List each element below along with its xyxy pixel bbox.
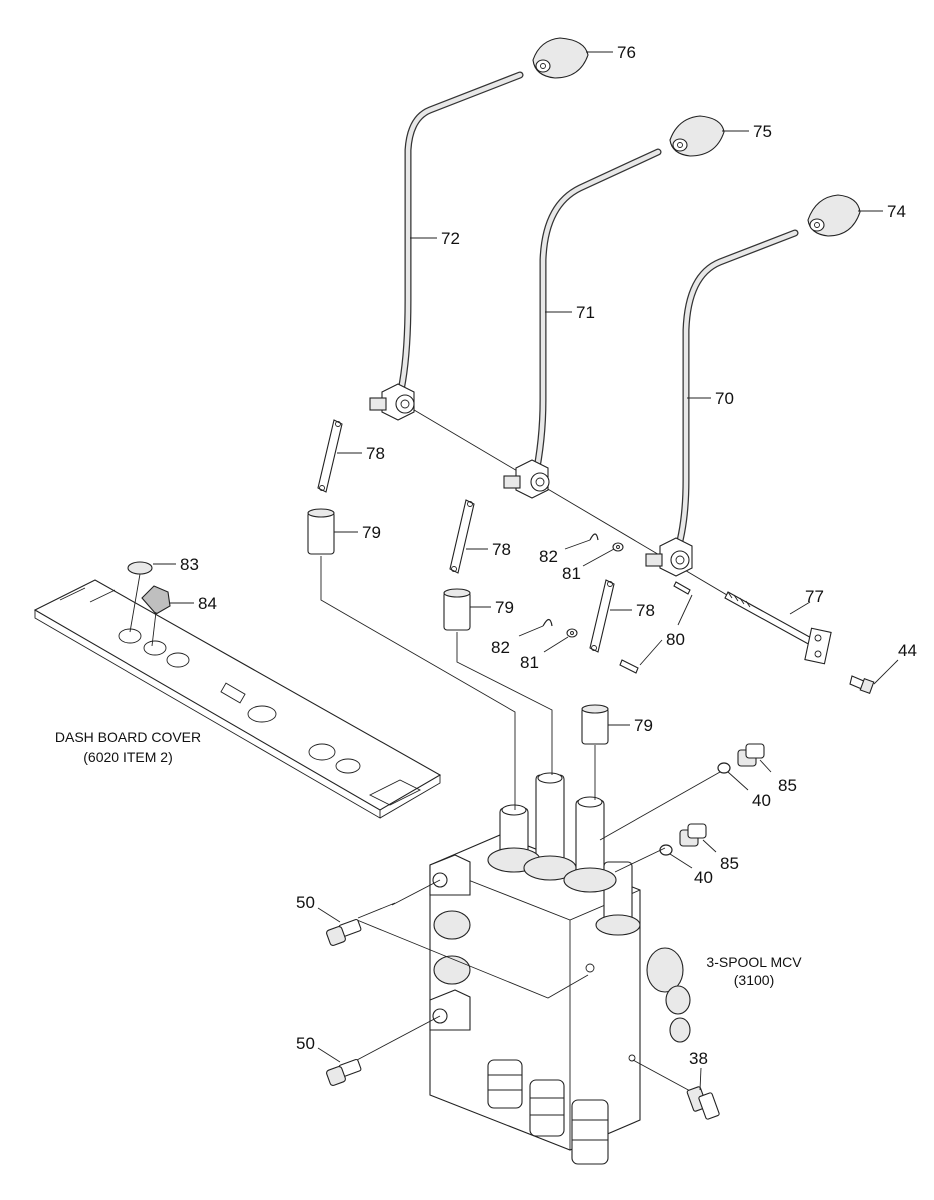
label-78-b: 78 [492, 540, 511, 559]
label-79-c: 79 [634, 716, 653, 735]
sleeve-79-a [307, 508, 335, 555]
shaft-77 [403, 403, 832, 665]
bolt-50-lower [326, 1058, 362, 1086]
pin-80-upper [673, 581, 691, 595]
fitting-38 [686, 1086, 720, 1120]
label-70: 70 [715, 389, 734, 408]
label-83: 83 [180, 555, 199, 574]
label-74: 74 [887, 202, 906, 221]
mcv-ref: (3100) [734, 972, 774, 988]
bolt-44 [849, 675, 875, 695]
lever-71 [531, 148, 662, 482]
knob-74 [807, 194, 861, 237]
plug-85-b [679, 823, 707, 847]
clip-82-a [589, 533, 599, 541]
o-ring-40-b [659, 844, 673, 856]
washer-81-b [566, 628, 578, 638]
label-72: 72 [441, 229, 460, 248]
clip-82-b [542, 618, 553, 627]
mcv-valve [429, 772, 691, 1165]
mcv-title: 3-SPOOL MCV [706, 954, 802, 970]
label-77: 77 [805, 587, 824, 606]
label-84: 84 [198, 594, 217, 613]
label-50-a: 50 [296, 893, 315, 912]
label-40-a: 40 [752, 791, 771, 810]
pivot-71 [503, 459, 550, 499]
label-82-b: 82 [491, 638, 510, 657]
plug-85-a [737, 743, 765, 767]
lever-70 [672, 229, 799, 559]
label-44: 44 [898, 641, 917, 660]
link-78-a [317, 419, 343, 493]
washer-81-a [612, 542, 624, 552]
label-80: 80 [666, 630, 685, 649]
leader-lines [320, 556, 721, 1093]
label-79-a: 79 [362, 523, 381, 542]
bolt-50-upper [326, 902, 396, 946]
grommet-83 [127, 561, 153, 633]
pivot-72 [369, 383, 415, 421]
o-ring-40-a [717, 762, 731, 774]
label-79-b: 79 [495, 598, 514, 617]
pivot-70 [645, 537, 693, 577]
label-85-b: 85 [720, 854, 739, 873]
callout-leaders [153, 51, 899, 1091]
label-38: 38 [689, 1049, 708, 1068]
knob-76 [532, 37, 589, 79]
dash-board-cover-ref: (6020 ITEM 2) [83, 749, 172, 765]
link-78-b [449, 499, 475, 574]
label-50-b: 50 [296, 1034, 315, 1053]
label-78-c: 78 [636, 601, 655, 620]
knob-75 [669, 115, 725, 157]
pin-80-lower [619, 659, 639, 674]
lever-72 [396, 71, 524, 399]
label-82-a: 82 [539, 547, 558, 566]
label-81-a: 81 [562, 564, 581, 583]
sleeve-79-c [581, 704, 609, 745]
label-40-b: 40 [694, 868, 713, 887]
grommet-84 [141, 585, 171, 647]
label-85-a: 85 [778, 776, 797, 795]
label-76: 76 [617, 43, 636, 62]
sleeve-79-b [443, 588, 471, 631]
label-75: 75 [753, 122, 772, 141]
dash-board-cover [33, 579, 442, 819]
label-78-a: 78 [366, 444, 385, 463]
label-81-b: 81 [520, 653, 539, 672]
link-78-c [589, 579, 615, 653]
label-71: 71 [576, 303, 595, 322]
dash-board-cover-title: DASH BOARD COVER [55, 729, 201, 745]
